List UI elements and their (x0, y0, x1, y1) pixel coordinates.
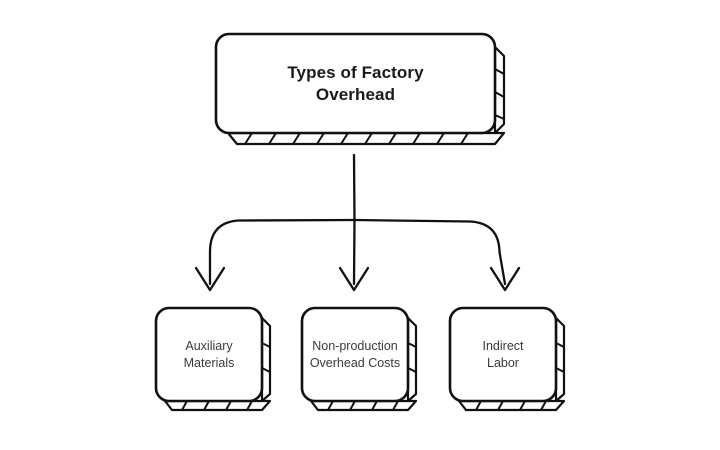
child-2-box[interactable] (300, 306, 410, 403)
child-1-shadow-bottom (163, 399, 272, 412)
child-node-auxiliary-materials[interactable] (154, 306, 272, 412)
child-node-indirect-labor[interactable] (448, 306, 566, 412)
root-shadow-right (493, 45, 506, 135)
connector-group (194, 153, 521, 292)
child-1-box[interactable] (154, 306, 264, 403)
arrowhead-left (194, 266, 226, 292)
root-box[interactable] (214, 32, 497, 135)
child-2-shadow-bottom (309, 399, 418, 412)
root-shadow-bottom (226, 131, 506, 146)
child-node-non-production-overhead-costs[interactable] (300, 306, 418, 412)
arrowhead-right (489, 266, 521, 292)
child-3-box[interactable] (448, 306, 558, 403)
connector-bus-line (208, 218, 507, 286)
root-node[interactable] (214, 32, 506, 146)
arrowhead-center (338, 266, 370, 292)
child-3-shadow-bottom (457, 399, 566, 412)
